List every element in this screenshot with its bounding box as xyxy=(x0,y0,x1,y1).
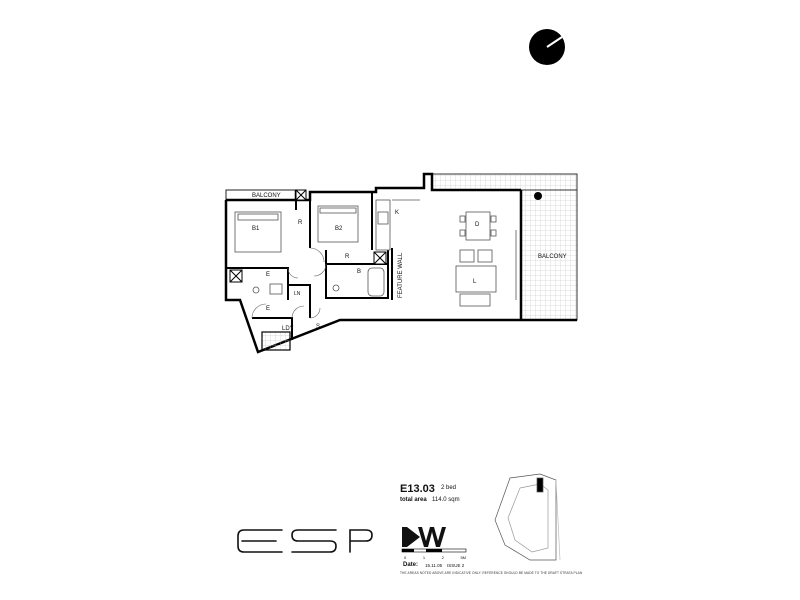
unit-type: 2 bed xyxy=(441,485,457,491)
key-plan xyxy=(494,473,561,561)
room-label-entry: E xyxy=(266,306,270,312)
room-label-bed1: B1 xyxy=(252,226,260,232)
service-shafts xyxy=(229,189,387,283)
room-label-robe1: R xyxy=(298,220,303,226)
kitchen-bench xyxy=(375,199,420,251)
room-label-bath: B xyxy=(357,269,361,275)
bed-2 xyxy=(317,205,359,243)
bed-1 xyxy=(234,211,282,253)
scale-tick: 2 xyxy=(441,555,444,560)
scale-tick: 0 xyxy=(404,555,407,560)
area-value: 114.0 sqm xyxy=(432,497,460,503)
scale-tick: 1 xyxy=(422,555,426,560)
scale-bar xyxy=(401,548,467,553)
room-label-balcony-main: BALCONY xyxy=(538,254,567,260)
feature-wall-label: FEATURE WALL xyxy=(398,252,404,298)
disclaimer: THE AREAS NOTED ABOVE ARE INDICATIVE ONL… xyxy=(400,571,583,575)
dining-table xyxy=(459,211,497,241)
bathtub xyxy=(332,267,385,297)
main-balcony xyxy=(431,173,578,321)
date-label: Date: xyxy=(403,562,419,568)
room-label-balcony-top: BALCONY xyxy=(252,193,281,199)
ensuite-fixtures xyxy=(252,283,283,295)
room-label-laundry: LDY xyxy=(282,326,294,332)
room-label-kitchen: K xyxy=(395,210,399,216)
room-label-dining: D xyxy=(475,222,480,228)
scale-ticks: 0 1 2 5M xyxy=(404,555,466,560)
room-label-bed2: B2 xyxy=(335,226,343,232)
room-label-robe2: R xyxy=(345,254,350,260)
architect-logo xyxy=(402,527,446,547)
area-label: total area xyxy=(400,497,427,503)
issue-label: ISSUE 2 xyxy=(447,563,465,568)
esp-logo xyxy=(237,529,373,553)
room-label-linen: LN xyxy=(294,291,301,297)
room-label-living: L xyxy=(473,279,477,285)
north-arrow-icon xyxy=(529,29,565,65)
door-swings xyxy=(251,247,327,319)
scale-tick: 5M xyxy=(460,555,466,560)
unit-code: E13.03 xyxy=(400,483,435,495)
room-label-store: S xyxy=(316,324,320,330)
laundry xyxy=(261,331,291,351)
living-furniture xyxy=(455,230,517,307)
room-label-ensuite: E xyxy=(266,272,270,278)
date-value: 15.11.05 xyxy=(425,563,443,568)
